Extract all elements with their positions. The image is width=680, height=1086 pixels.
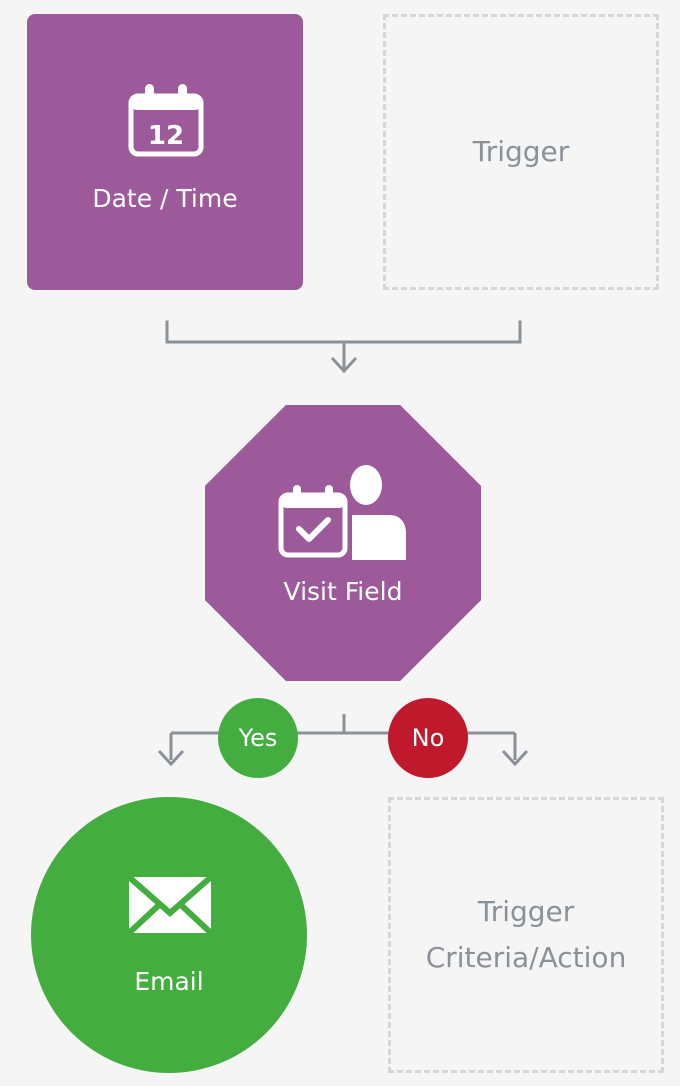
merge-bracket-line [165,320,522,344]
envelope-icon [129,877,211,933]
trigger-bottom-line2: Criteria/Action [425,941,627,974]
trigger-bottom-line1: Trigger [477,895,575,928]
datetime-label: Date / Time [92,184,238,213]
calendar-icon: 12 [128,84,204,157]
email-node[interactable]: Email [31,797,307,1073]
no-badge[interactable]: No [388,698,468,778]
trigger-top-label: Trigger [472,135,570,168]
visit-field-node[interactable]: Visit Field [205,405,481,681]
trigger-placeholder-bottom[interactable]: Trigger Criteria/Action [388,797,664,1073]
yes-badge[interactable]: Yes [218,698,298,778]
merge-arrowhead [330,356,358,374]
email-label: Email [134,967,204,996]
visit-field-label: Visit Field [283,577,403,606]
datetime-node[interactable]: 12 Date / Time [27,14,303,290]
yes-badge-label: Yes [238,724,278,752]
yes-branch-arrowhead [157,749,185,767]
calendar-day-number: 12 [148,121,184,151]
calendar-check-user-icon [278,465,406,560]
trigger-placeholder-top[interactable]: Trigger [383,14,659,290]
no-branch-arrowhead [501,749,529,767]
no-badge-label: No [411,724,445,752]
